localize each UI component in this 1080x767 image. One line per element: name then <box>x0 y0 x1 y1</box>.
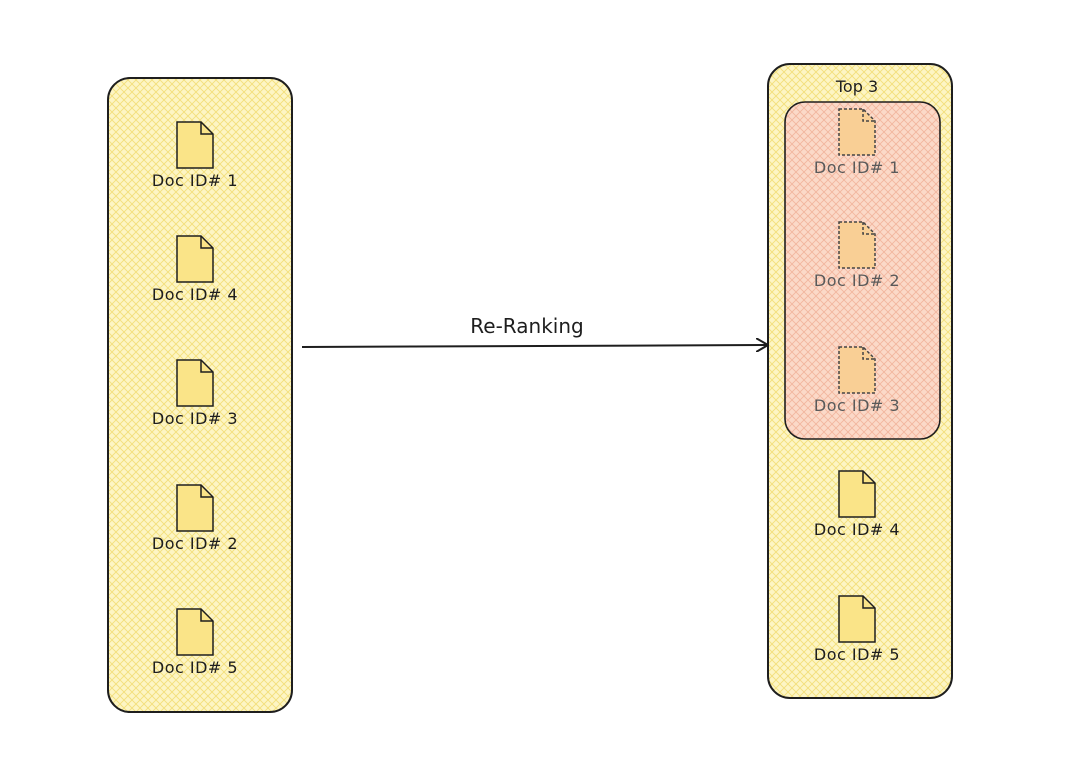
document-icon <box>838 470 876 518</box>
document-label: Doc ID# 1 <box>152 171 238 190</box>
left-doc-list: Doc ID# 1 Doc ID# 4 Doc ID# 3 Doc ID# 2 Doc … <box>152 121 238 677</box>
document-fold <box>200 360 213 373</box>
document-item: Doc ID# 2 <box>152 484 238 553</box>
document-icon <box>838 595 876 643</box>
document-icon <box>176 359 214 407</box>
document-fold <box>862 596 875 609</box>
document-icon <box>176 235 214 283</box>
document-fold <box>200 485 213 498</box>
document-item: Doc ID# 1 <box>814 108 900 177</box>
document-label: Doc ID# 4 <box>152 285 238 304</box>
top-doc-list: Doc ID# 1 Doc ID# 2 Doc ID# 3 <box>814 108 900 415</box>
document-fold <box>862 109 875 122</box>
reranking-arrow: Re-Ranking <box>301 314 768 347</box>
document-icon <box>176 484 214 532</box>
top-group-box <box>784 101 941 440</box>
document-icon <box>838 221 876 269</box>
top-group-title: Top 3 <box>835 77 878 96</box>
document-label: Doc ID# 3 <box>152 409 238 428</box>
rest-doc-list: Doc ID# 4 Doc ID# 5 <box>814 470 900 664</box>
document-fold <box>862 347 875 360</box>
document-icon <box>176 608 214 656</box>
document-fold <box>200 122 213 135</box>
document-label: Doc ID# 1 <box>814 158 900 177</box>
document-fold <box>200 609 213 622</box>
document-item: Doc ID# 3 <box>814 346 900 415</box>
document-item: Doc ID# 4 <box>152 235 238 304</box>
document-item: Doc ID# 4 <box>814 470 900 539</box>
document-label: Doc ID# 5 <box>152 658 238 677</box>
left-column: Doc ID# 1 Doc ID# 4 Doc ID# 3 Doc ID# 2 Doc … <box>107 77 293 713</box>
document-label: Doc ID# 2 <box>152 534 238 553</box>
document-label: Doc ID# 4 <box>814 520 900 539</box>
arrow-line <box>301 345 768 347</box>
document-fold <box>862 471 875 484</box>
document-item: Doc ID# 5 <box>152 608 238 677</box>
document-icon <box>176 121 214 169</box>
document-item: Doc ID# 3 <box>152 359 238 428</box>
document-fold <box>862 222 875 235</box>
document-label: Doc ID# 2 <box>814 271 900 290</box>
document-fold <box>200 236 213 249</box>
arrow-label: Re-Ranking <box>470 314 583 338</box>
right-column: Top 3 Doc ID# 1 Doc ID# 2 Doc ID# 3 Doc ID… <box>767 63 953 699</box>
document-item: Doc ID# 1 <box>152 121 238 190</box>
document-label: Doc ID# 5 <box>814 645 900 664</box>
document-icon <box>838 346 876 394</box>
document-icon <box>838 108 876 156</box>
document-item: Doc ID# 5 <box>814 595 900 664</box>
document-label: Doc ID# 3 <box>814 396 900 415</box>
document-item: Doc ID# 2 <box>814 221 900 290</box>
